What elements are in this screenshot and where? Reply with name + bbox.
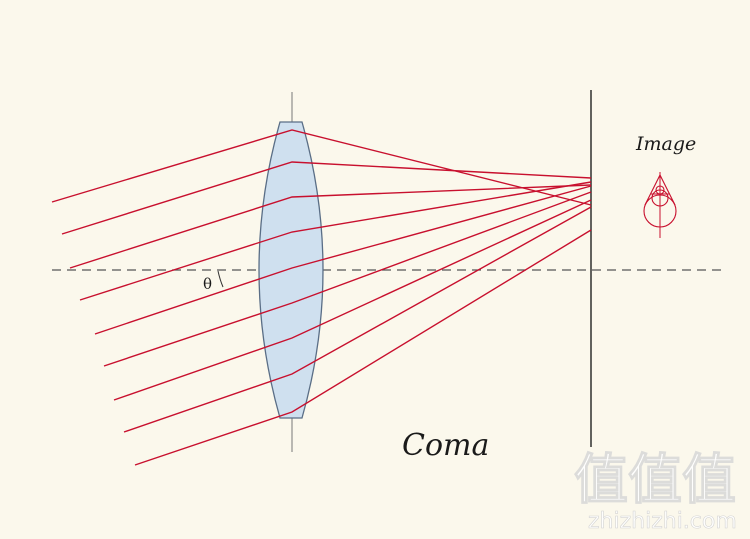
image-label: Image (635, 133, 696, 155)
light-rays (51, 129, 592, 466)
diagram-title: Coma (402, 428, 489, 463)
coma-circle-medium (651, 189, 669, 207)
light-ray-4 (79, 181, 592, 301)
light-ray-1 (51, 129, 592, 206)
light-ray-7 (113, 199, 592, 401)
light-ray-3 (69, 184, 592, 269)
watermark-url: zhizhizhi.com (588, 509, 737, 534)
light-ray-6 (103, 191, 592, 367)
angle-arc (217, 270, 224, 288)
angle-label: θ (203, 275, 212, 293)
light-ray-9 (134, 229, 592, 466)
biconvex-lens (258, 121, 324, 419)
light-ray-2 (61, 161, 592, 235)
watermark: 值值值 zhizhizhi.com (574, 448, 738, 535)
watermark-logo-text: 值值值 (574, 448, 736, 511)
light-ray-5 (94, 185, 592, 335)
coma-flare-left (644, 174, 661, 206)
coma-flare-right (659, 174, 676, 206)
coma-spot-inset: Image (635, 133, 696, 238)
coma-circle-large (643, 194, 677, 228)
light-ray-8 (123, 206, 592, 433)
